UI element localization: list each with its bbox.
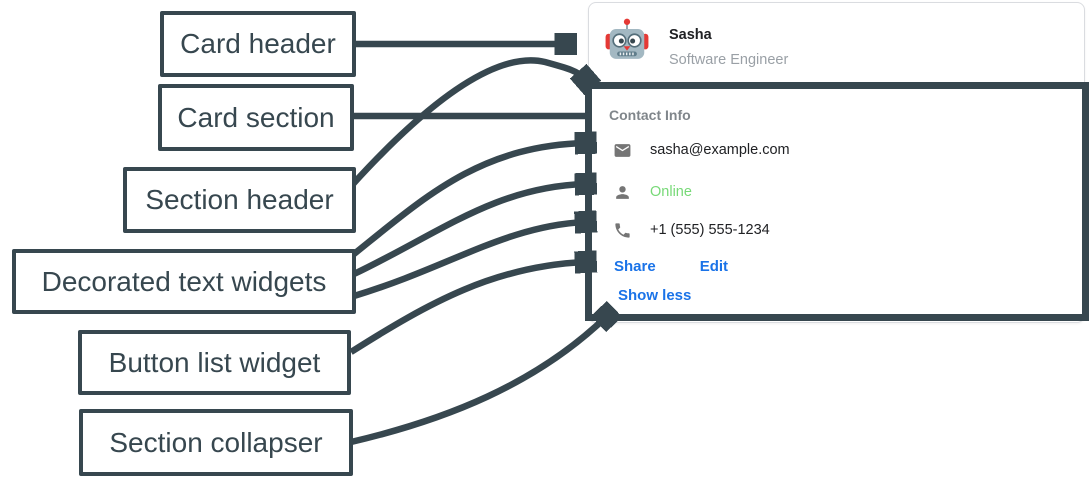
section-header-title: Contact Info	[609, 107, 691, 123]
section-collapser-button[interactable]: Show less	[618, 287, 692, 304]
robot-avatar-icon	[605, 18, 649, 59]
annotation-card-section: Card section	[158, 84, 354, 151]
mail-icon	[614, 143, 631, 157]
card-header-name: Sasha	[669, 27, 712, 43]
card-section-outline: Contact Info sasha@example.com Online +1…	[585, 82, 1089, 321]
annotation-decorated-text-widgets: Decorated text widgets	[12, 249, 356, 314]
email-row: sasha@example.com	[613, 140, 790, 160]
person-icon	[616, 185, 629, 199]
arrow-decorated-email	[351, 143, 585, 257]
status-text: Online	[650, 184, 692, 200]
arrow-section-header	[350, 57, 585, 187]
annotation-card-header: Card header	[160, 11, 356, 77]
annotation-section-header: Section header	[123, 167, 356, 233]
phone-row: +1 (555) 555-1234	[613, 220, 770, 240]
arrow-button-list	[349, 262, 585, 355]
edit-button[interactable]: Edit	[699, 258, 729, 275]
annotation-section-collapser: Section collapser	[79, 409, 353, 476]
email-text: sasha@example.com	[650, 142, 790, 158]
button-list: Share Edit	[614, 258, 728, 275]
contact-card: Sasha Software Engineer	[588, 2, 1085, 323]
annotation-button-list-widget: Button list widget	[78, 330, 351, 395]
arrow-decorated-phone	[353, 222, 585, 300]
phone-text: +1 (555) 555-1234	[650, 222, 770, 238]
arrow-decorated-status	[352, 184, 585, 277]
status-row: Online	[613, 182, 692, 202]
arrow-section-collapser	[350, 317, 606, 446]
share-button[interactable]: Share	[614, 258, 656, 275]
card-header-subtitle: Software Engineer	[669, 52, 789, 68]
phone-icon	[615, 222, 630, 238]
